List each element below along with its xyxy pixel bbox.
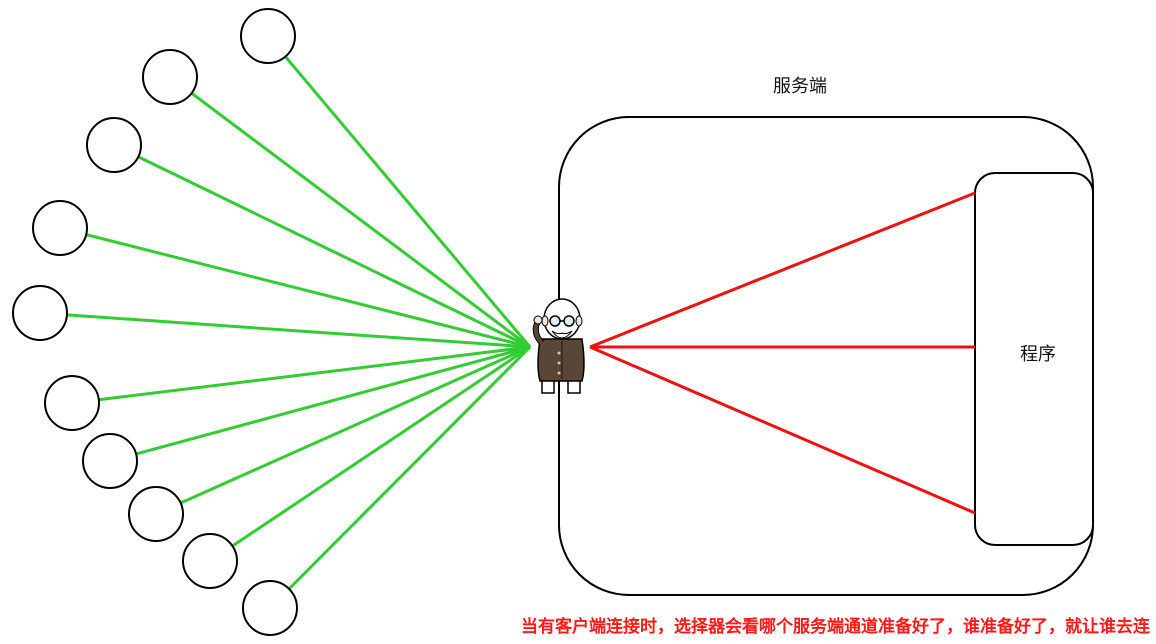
selector-figure-icon <box>532 298 585 394</box>
program-line <box>589 345 976 515</box>
client-node <box>182 533 238 589</box>
client-line <box>266 35 532 348</box>
server-label: 服务端 <box>773 76 827 97</box>
client-line <box>59 226 531 349</box>
client-line <box>71 345 531 405</box>
client-node <box>142 49 198 105</box>
client-line <box>109 345 531 463</box>
program-label: 程序 <box>1020 344 1056 365</box>
client-line <box>155 345 531 516</box>
client-node <box>242 580 298 636</box>
client-node <box>12 285 68 341</box>
program-line <box>589 191 976 349</box>
client-node <box>86 117 142 173</box>
client-node <box>44 375 100 431</box>
client-node <box>32 200 88 256</box>
client-node <box>128 486 184 542</box>
program-connection-lines <box>589 191 976 515</box>
client-node <box>240 8 296 64</box>
client-circles <box>12 8 298 636</box>
client-node <box>82 433 138 489</box>
client-line <box>169 75 531 349</box>
client-line <box>113 143 531 349</box>
client-line <box>209 345 531 563</box>
caption-text: 当有客户端连接时，选择器会看哪个服务端通道准备好了，谁准备好了，就让谁去连 <box>521 617 1150 637</box>
client-line <box>39 311 531 349</box>
client-line <box>268 345 532 610</box>
client-connection-lines <box>39 35 532 610</box>
program-box <box>974 172 1094 546</box>
